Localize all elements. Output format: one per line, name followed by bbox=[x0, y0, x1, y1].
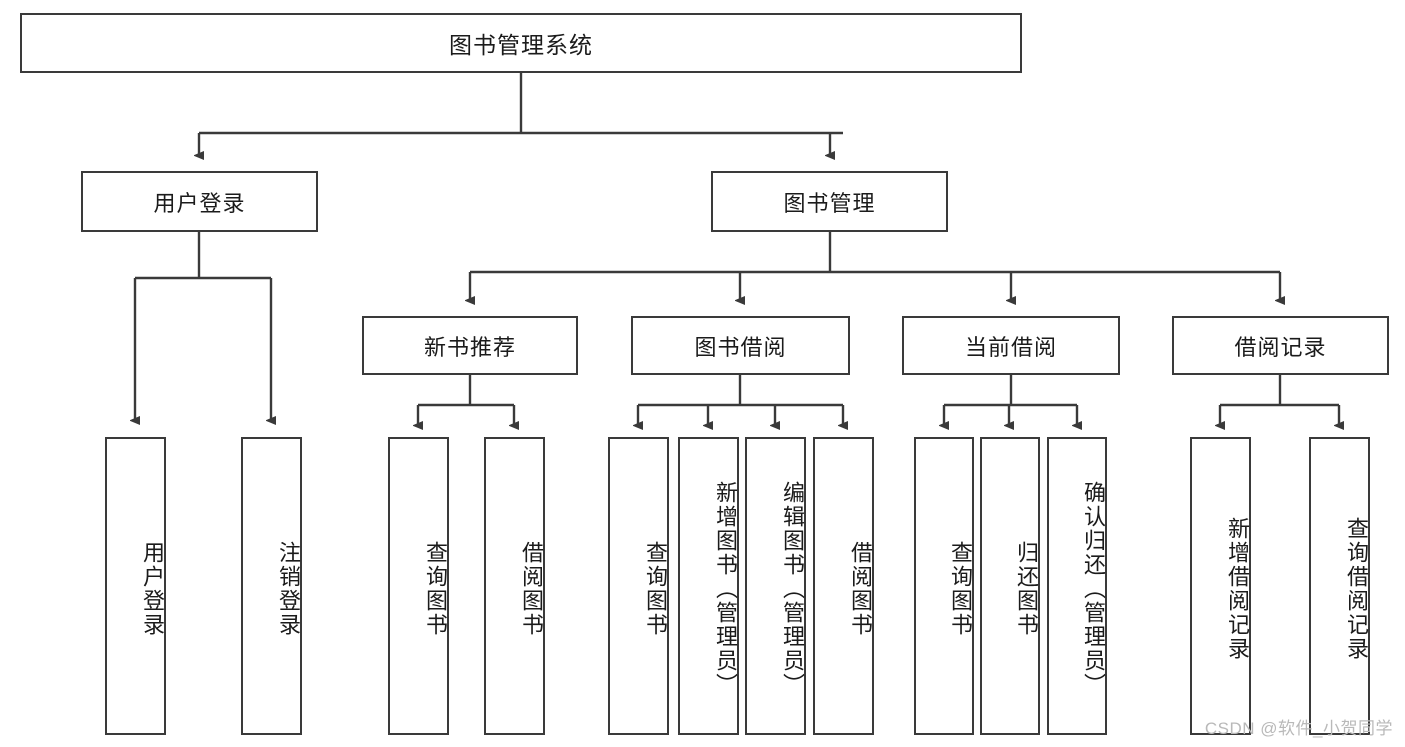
node-root-system[interactable]: 图书管理系统 bbox=[20, 13, 1022, 73]
node-label: 当前借阅 bbox=[964, 334, 1057, 360]
node-label: 归还图书 bbox=[1014, 541, 1039, 637]
leaf-user-login-logout[interactable]: 注销登录 bbox=[241, 437, 302, 735]
node-book-borrow[interactable]: 图书借阅 bbox=[631, 316, 850, 375]
node-label: 用户登录 bbox=[153, 190, 246, 216]
leaf-recommend-query-book[interactable]: 查询图书 bbox=[388, 437, 449, 735]
leaf-user-login-login[interactable]: 用户登录 bbox=[105, 437, 166, 735]
node-label: 图书管理 bbox=[783, 190, 876, 216]
node-label: 查询图书 bbox=[948, 541, 973, 637]
node-new-book-recommend[interactable]: 新书推荐 bbox=[362, 316, 578, 375]
leaf-current-confirm-return-admin[interactable]: 确认归还（管理员） bbox=[1047, 437, 1107, 735]
leaf-record-add-record[interactable]: 新增借阅记录 bbox=[1190, 437, 1251, 735]
node-label: 注销登录 bbox=[276, 541, 301, 637]
leaf-borrow-edit-book-admin[interactable]: 编辑图书（管理员） bbox=[745, 437, 806, 735]
node-label: 新增借阅记录 bbox=[1225, 517, 1250, 661]
node-label: 借阅图书 bbox=[848, 541, 873, 637]
node-current-borrow[interactable]: 当前借阅 bbox=[902, 316, 1120, 375]
node-label: 借阅记录 bbox=[1234, 334, 1327, 360]
leaf-current-return-book[interactable]: 归还图书 bbox=[980, 437, 1040, 735]
node-book-management[interactable]: 图书管理 bbox=[711, 171, 948, 232]
leaf-borrow-add-book-admin[interactable]: 新增图书（管理员） bbox=[678, 437, 739, 735]
node-user-login[interactable]: 用户登录 bbox=[81, 171, 318, 232]
leaf-current-query-book[interactable]: 查询图书 bbox=[914, 437, 974, 735]
csdn-watermark: CSDN @软件_小贺同学 bbox=[1204, 719, 1393, 738]
node-borrow-record[interactable]: 借阅记录 bbox=[1172, 316, 1389, 375]
leaf-record-query-record[interactable]: 查询借阅记录 bbox=[1309, 437, 1370, 735]
node-label: 用户登录 bbox=[140, 541, 165, 637]
node-label: 图书借阅 bbox=[694, 334, 787, 360]
node-label: 确认归还（管理员） bbox=[1081, 481, 1106, 697]
node-label: 查询图书 bbox=[643, 541, 668, 637]
node-label: 图书管理系统 bbox=[449, 32, 593, 58]
leaf-borrow-query-book[interactable]: 查询图书 bbox=[608, 437, 669, 735]
node-label: 查询图书 bbox=[423, 541, 448, 637]
node-label: 查询借阅记录 bbox=[1344, 517, 1369, 661]
node-label: 编辑图书（管理员） bbox=[780, 481, 805, 697]
leaf-recommend-borrow-book[interactable]: 借阅图书 bbox=[484, 437, 545, 735]
node-label: 借阅图书 bbox=[519, 541, 544, 637]
node-label: 新增图书（管理员） bbox=[713, 481, 738, 697]
leaf-borrow-borrow-book[interactable]: 借阅图书 bbox=[813, 437, 874, 735]
node-label: 新书推荐 bbox=[423, 334, 516, 360]
